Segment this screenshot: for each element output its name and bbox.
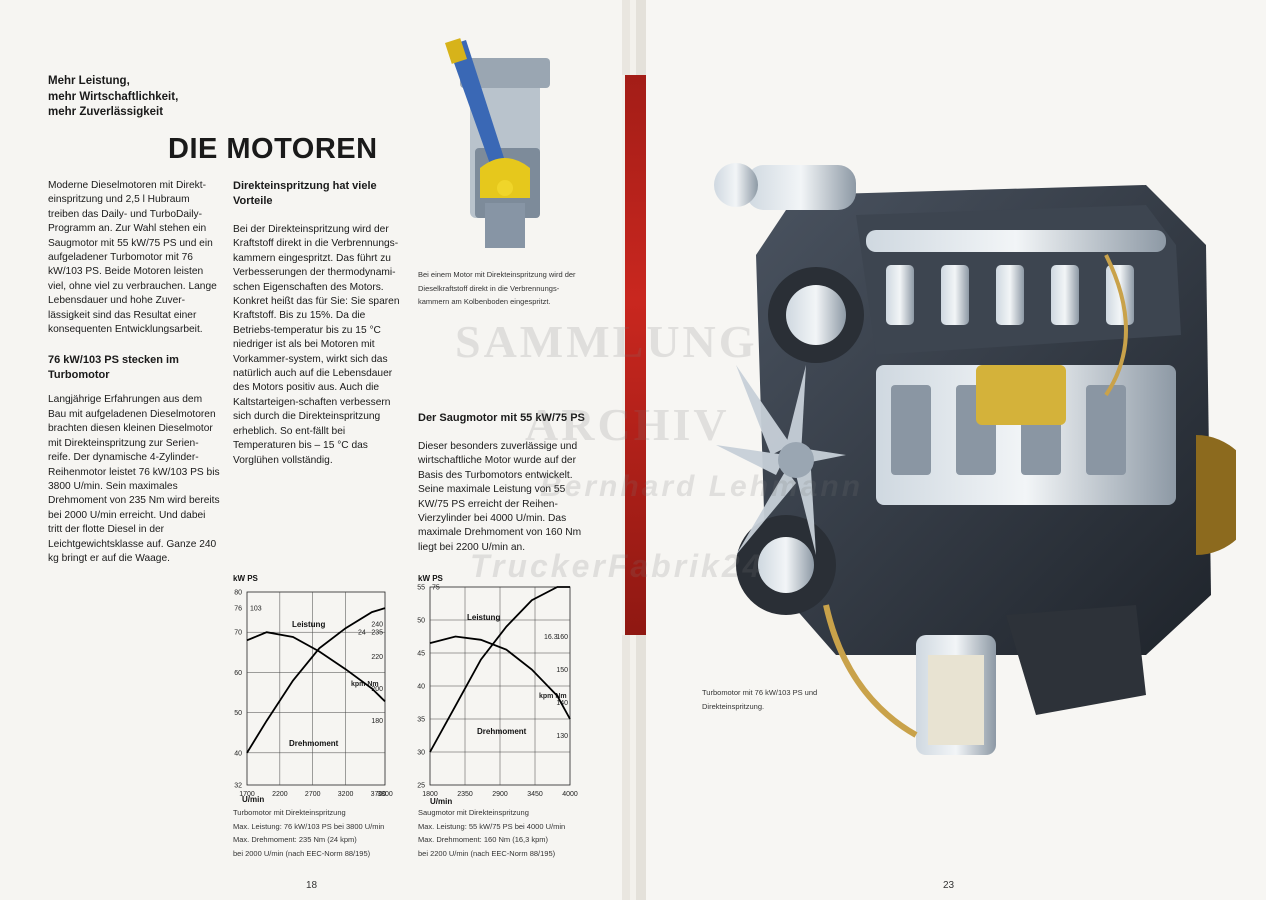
saug-y-tick: 25	[417, 783, 425, 790]
engine-caption: Turbomotor mit 76 kW/103 PS und Direktei…	[702, 688, 818, 711]
saug-chart: kW PS U/min kpm Nm 1800 2350 2900 3450 4000 2…	[417, 574, 578, 806]
turbo-x-tick: 3200	[338, 791, 354, 798]
saug-x-tick: 2900	[492, 791, 508, 798]
page-title: DIE MOTOREN	[168, 133, 378, 165]
injector-caption: Bei einem Motor mit Direkteinspritzung w…	[418, 270, 576, 306]
turbo-nm-tick: 180	[371, 718, 383, 725]
saug-right-label: kpm Nm	[539, 693, 567, 700]
watermark-line-4: TruckerFabrik24	[470, 548, 764, 584]
saug-y-tick: 55	[417, 585, 425, 592]
watermark-line-2: ARCHIV	[525, 399, 730, 450]
turbo-y-tick: 70	[234, 630, 242, 637]
turbo-y-tick: 50	[234, 710, 242, 717]
watermark-line-1: SAMMLUNG	[455, 316, 758, 367]
column-2: Direkteinspritzung hat viele Vorteile Be…	[233, 179, 405, 478]
saug-x-tick: 4000	[562, 791, 578, 798]
saug-kpm-tick: 16.3	[544, 634, 558, 641]
turbo-x-tick: 1700	[239, 791, 255, 798]
turbo-nm-tick: 200	[371, 686, 383, 693]
turbo-x-tick: 2700	[305, 791, 321, 798]
injection-heading: Direkteinspritzung hat viele Vorteile	[233, 180, 377, 207]
saug-drehmoment-line	[429, 635, 571, 720]
turbo-y-tick: 76	[234, 606, 242, 613]
turbo-y-tick: 40	[234, 750, 242, 757]
watermark-line-3: Bernhard Lehmann	[540, 470, 864, 503]
tagline: Mehr Leistung, mehr Wirtschaftlichkeit, …	[48, 75, 179, 118]
saug-y-tick: 50	[417, 618, 425, 625]
saug-ps-tick: 75	[432, 585, 440, 592]
turbo-ps-tick: 103	[250, 606, 262, 613]
turbo-nm-tick: 240	[371, 622, 383, 629]
turbo-x-label: U/min	[242, 795, 264, 804]
page-number-left: 18	[306, 880, 318, 891]
turbo-plot-frame	[246, 591, 386, 786]
turbo-chart-caption: Turbomotor mit Direkteinspritzung Max. L…	[233, 808, 385, 858]
turbo-kpm-tick: 24	[358, 630, 366, 637]
saug-y-label: kW PS	[418, 574, 444, 583]
intro-paragraph: Moderne Dieselmotoren mit Direkt-einspri…	[48, 180, 217, 336]
turbo-right-label: kpm Nm	[351, 681, 379, 688]
turbo-y-tick: 60	[234, 670, 242, 677]
column-3: Der Saugmotor mit 55 kW/75 PS Dieser bes…	[418, 411, 590, 565]
turbo-paragraph: Langjährige Erfahrungen aus dem Bau mit …	[48, 394, 220, 564]
saug-heading: Der Saugmotor mit 55 kW/75 PS	[418, 412, 585, 424]
engine-cutaway-illustration	[714, 163, 1236, 755]
turbo-leistung-label: Leistung	[292, 620, 325, 629]
saug-y-tick: 30	[417, 750, 425, 757]
saug-x-tick: 2350	[457, 791, 473, 798]
saug-paragraph: Dieser besonders zuverlässige und wirtsc…	[418, 441, 582, 553]
turbo-x-tick: 2200	[272, 791, 288, 798]
turbo-nm-tick: 235	[371, 630, 383, 637]
saug-nm-tick: 150	[556, 667, 568, 674]
saug-nm-tick: 160	[556, 634, 568, 641]
turbo-y-tick: 80	[234, 590, 242, 597]
saug-x-tick: 3450	[527, 791, 543, 798]
red-page-edge	[622, 75, 647, 635]
saug-drehmoment-label: Drehmoment	[477, 727, 527, 736]
injector-illustration	[444, 38, 550, 248]
saug-y-tick: 35	[417, 717, 425, 724]
saug-leistung-label: Leistung	[467, 613, 500, 622]
saug-y-tick: 40	[417, 684, 425, 691]
saug-y-tick: 45	[417, 651, 425, 658]
turbo-drehmoment-line	[246, 631, 386, 703]
saug-leistung-line	[429, 586, 570, 753]
saug-x-tick: 1800	[422, 791, 438, 798]
turbo-heading: 76 kW/103 PS stecken im Turbomotor	[48, 354, 179, 382]
turbo-leistung-line	[246, 607, 386, 754]
injection-paragraph: Bei der Direkteinspritzung wird der Kraf…	[233, 224, 400, 466]
turbo-y-tick: 32	[234, 783, 242, 790]
saug-chart-caption: Saugmotor mit Direkteinspritzung Max. Le…	[418, 808, 566, 858]
column-1: Moderne Dieselmotoren mit Direkt-einspri…	[48, 179, 220, 576]
turbo-x-tick: 3700	[371, 791, 387, 798]
turbo-y-label: kW PS	[233, 574, 259, 583]
turbo-nm-tick: 220	[371, 654, 383, 661]
page-number-right: 23	[943, 880, 955, 891]
turbo-drehmoment-label: Drehmoment	[289, 739, 339, 748]
turbo-x-tick: 3800	[377, 791, 393, 798]
saug-nm-tick: 130	[556, 733, 568, 740]
saug-x-label: U/min	[430, 797, 452, 806]
